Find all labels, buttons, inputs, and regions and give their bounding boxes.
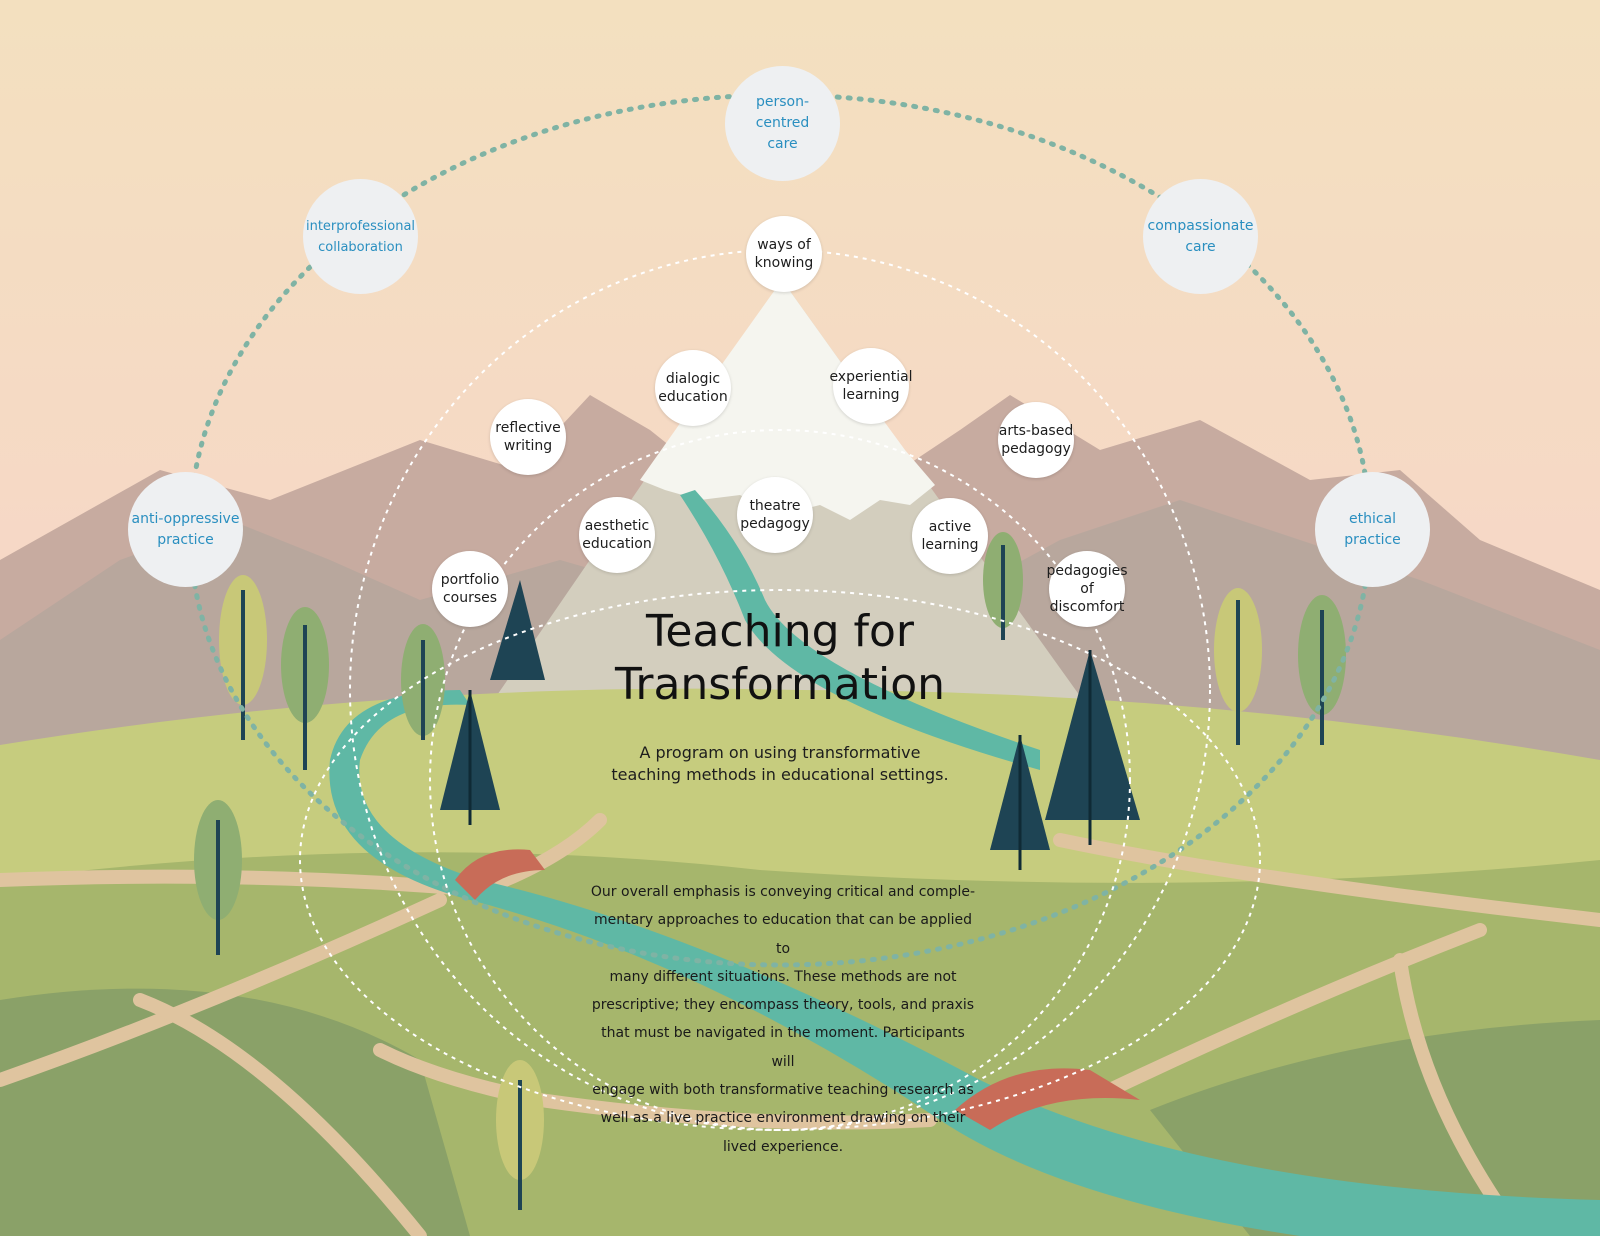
river-lower bbox=[329, 690, 1600, 1236]
method-portfolio-courses: portfolio courses bbox=[432, 551, 508, 627]
method-active-learning: active learning bbox=[912, 498, 988, 574]
river bbox=[680, 490, 1040, 770]
method-pedagogies-of-discomfort: pedagogies of discomfort bbox=[1046, 551, 1128, 627]
subtitle: A program on using transformative teachi… bbox=[611, 743, 949, 784]
inner-method-ring-1 bbox=[349, 249, 1211, 1131]
value-ethical-practice: ethical practice bbox=[1315, 472, 1430, 587]
method-arts-based-pedagogy: arts-based pedagogy bbox=[998, 402, 1074, 478]
value-anti-oppressive-practice: anti-oppressive practice bbox=[128, 472, 243, 587]
method-dialogic-education: dialogic education bbox=[655, 350, 731, 426]
description-paragraph: Our overall emphasis is conveying critic… bbox=[590, 884, 976, 1155]
method-theatre-pedagogy: theatre pedagogy bbox=[737, 477, 813, 553]
value-compassionate-care: compassionate care bbox=[1143, 179, 1258, 294]
bridge-right bbox=[955, 1068, 1140, 1130]
trees bbox=[194, 532, 1346, 1210]
value-person-centred-care: person- centred care bbox=[725, 66, 840, 181]
snow-cap bbox=[640, 280, 935, 520]
value-interprofessional-collaboration: interprofessional collaboration bbox=[303, 179, 418, 294]
inner-method-ring-2 bbox=[429, 429, 1131, 1131]
inner-method-ring-3 bbox=[299, 589, 1261, 1131]
method-aesthetic-education: aesthetic education bbox=[579, 497, 655, 573]
method-experiential-learning: experiential learning bbox=[829, 348, 913, 424]
method-reflective-writing: reflective writing bbox=[490, 399, 566, 475]
lower-left-field bbox=[0, 988, 470, 1236]
page-title: Teaching for Transformation bbox=[614, 606, 946, 710]
method-ways-of-knowing: ways of knowing bbox=[746, 216, 822, 292]
bridge-left bbox=[455, 849, 545, 900]
